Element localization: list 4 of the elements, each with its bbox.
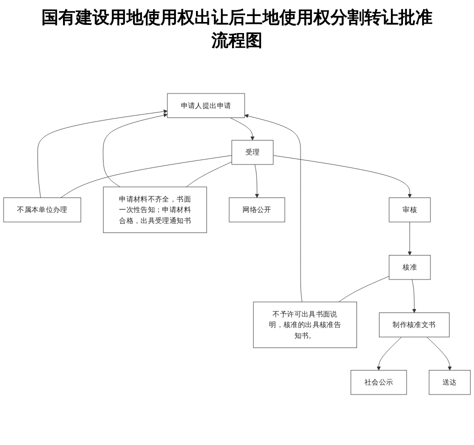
connector [60,155,232,198]
connector [338,276,390,302]
diagram-title: 国有建设用地使用权出让后土地使用权分割转让批准流程图 [40,7,434,52]
connector [186,162,232,188]
